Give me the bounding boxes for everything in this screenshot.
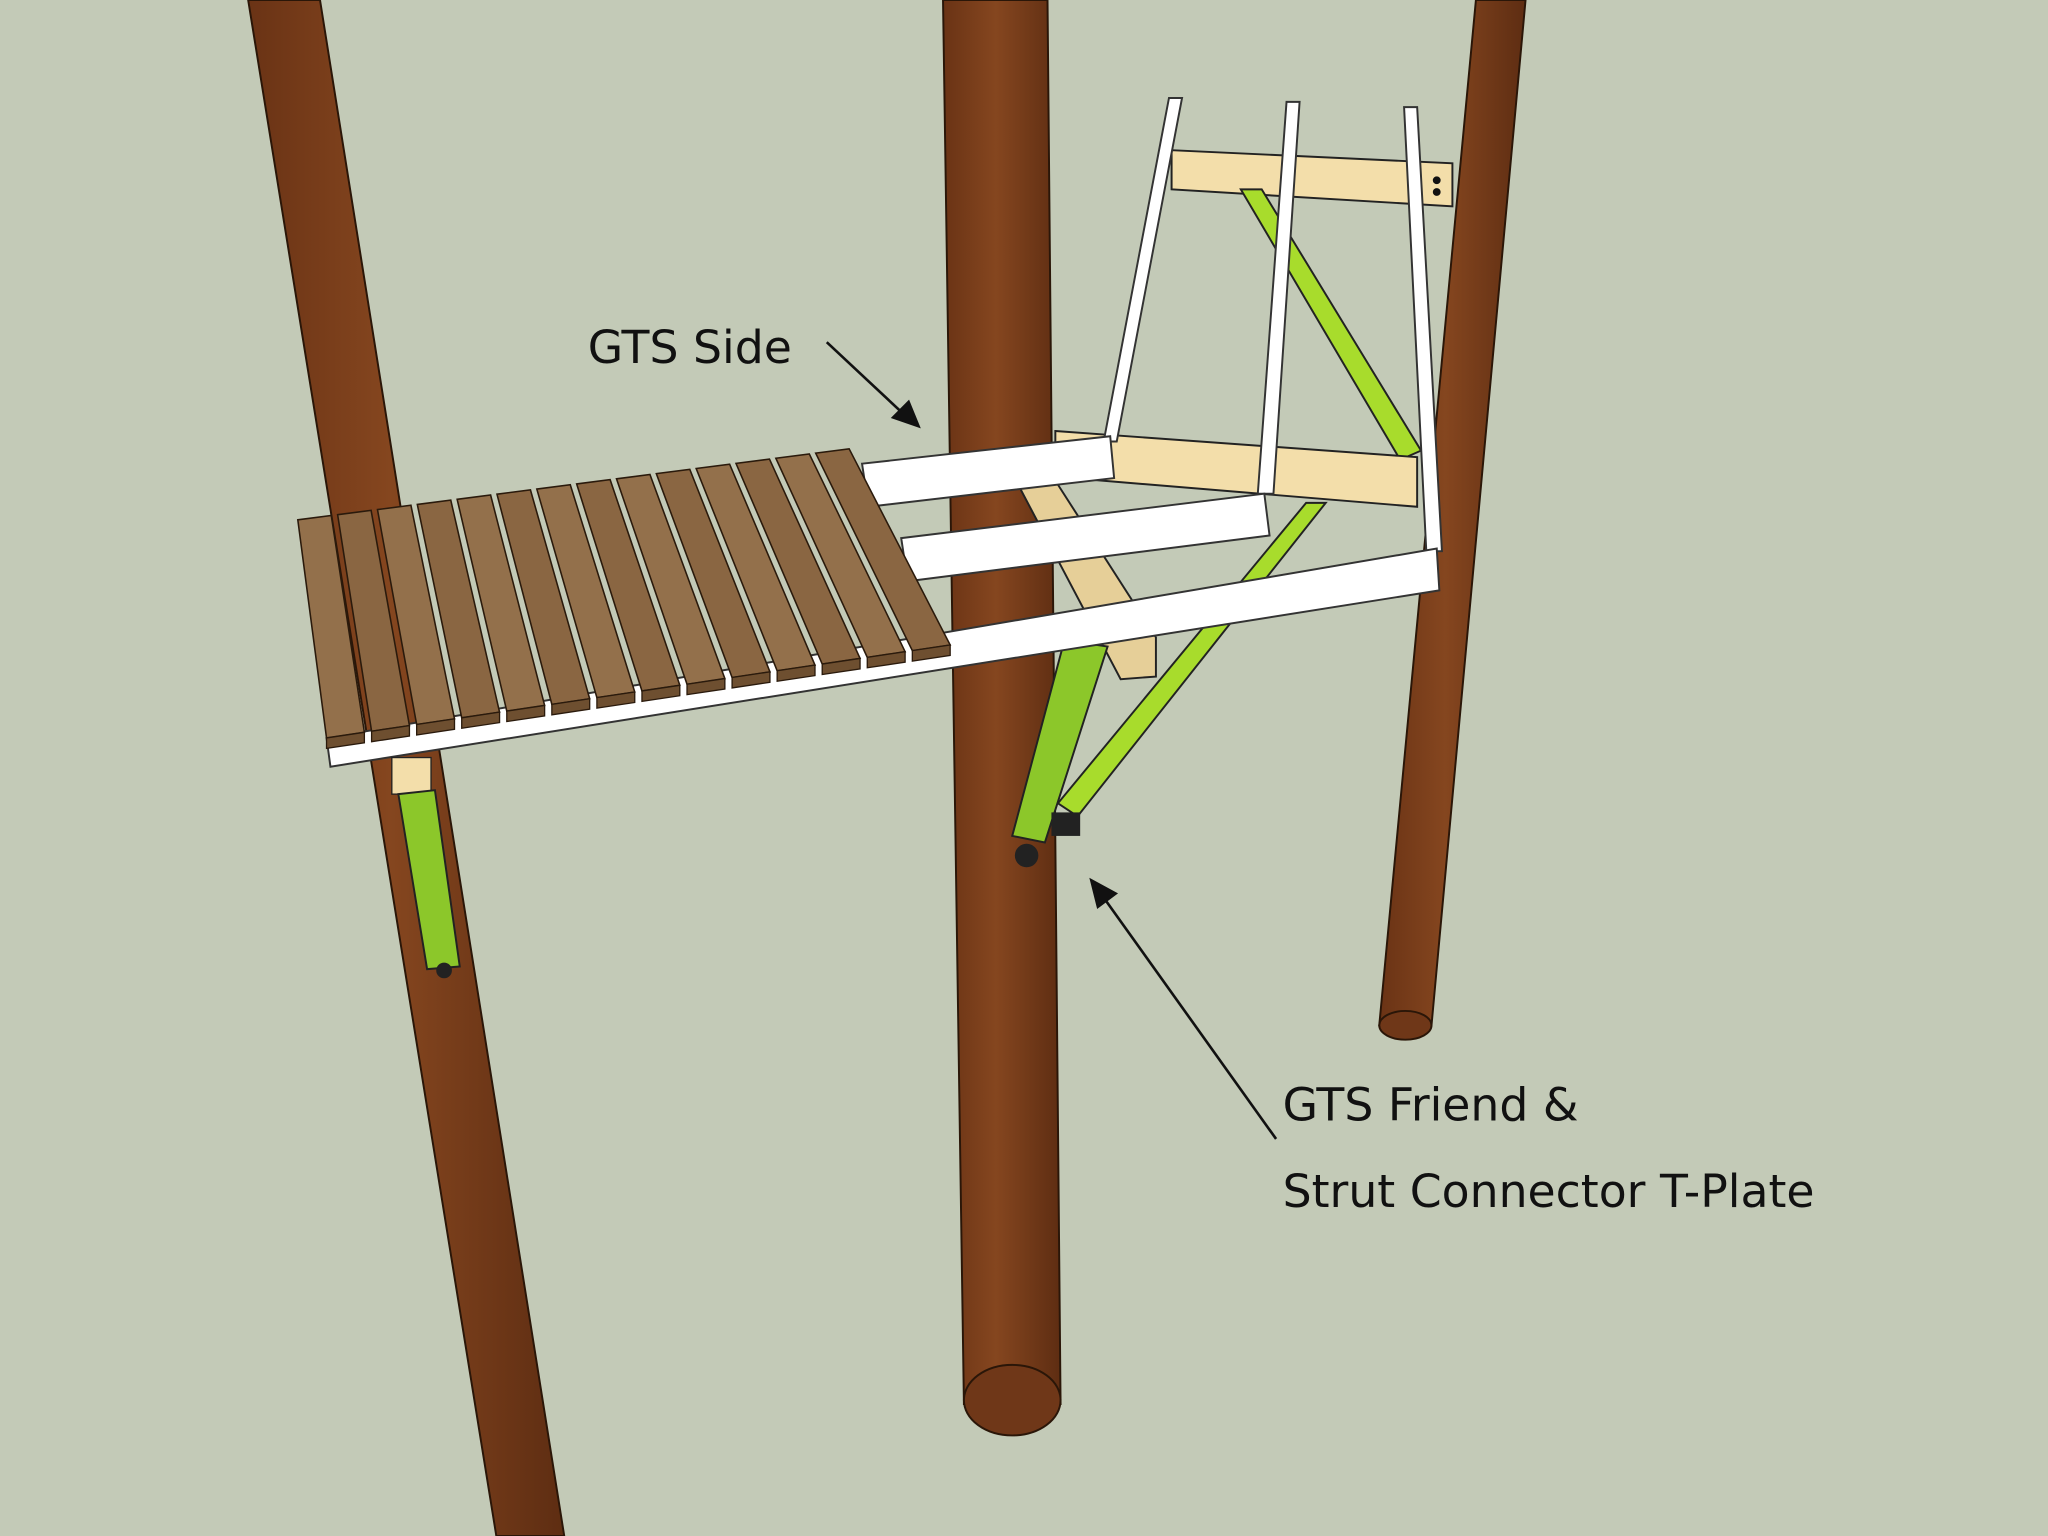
deck-board-edge bbox=[776, 664, 816, 682]
frame-upright-2 bbox=[1256, 100, 1301, 495]
deck-board-edge bbox=[866, 650, 906, 669]
arrow-line bbox=[1098, 891, 1278, 1140]
arrow-head-icon bbox=[890, 399, 921, 429]
frame-upright-3 bbox=[1403, 106, 1443, 553]
deck-board-edge bbox=[821, 657, 861, 676]
deck-board-edge bbox=[461, 711, 501, 730]
deck-board-edge bbox=[911, 644, 951, 662]
arrow-line bbox=[825, 341, 909, 419]
t-plate-connector bbox=[1014, 812, 1081, 868]
tree-trunk-center bbox=[942, 0, 1062, 1437]
frame-upright-1 bbox=[1102, 96, 1184, 443]
deck-board-edge bbox=[325, 731, 366, 750]
lumber-block-left bbox=[391, 756, 432, 795]
deck-board-edge bbox=[370, 724, 411, 743]
deck-board-edge bbox=[415, 718, 456, 736]
arrow-head-icon bbox=[1089, 877, 1119, 910]
deck-board-edge bbox=[551, 697, 591, 716]
deck-board-edge bbox=[506, 704, 546, 723]
label-gts-friend: GTS Friend & bbox=[1283, 1079, 1579, 1132]
label-strut-connector: Strut Connector T-Plate bbox=[1283, 1165, 1815, 1218]
deck-board-edge bbox=[731, 671, 771, 689]
deck-boards bbox=[296, 447, 952, 750]
tree-trunk-right bbox=[1378, 0, 1527, 1041]
label-gts-side: GTS Side bbox=[588, 321, 792, 374]
annotation-gts-side: GTS Side bbox=[588, 321, 921, 429]
deck-board-edge bbox=[686, 677, 726, 696]
deck-board-edge bbox=[641, 684, 681, 703]
annotation-gts-friend: GTS Friend & Strut Connector T-Plate bbox=[1089, 877, 1815, 1218]
deck-board-edge bbox=[596, 691, 636, 709]
strut-left bbox=[397, 789, 461, 971]
